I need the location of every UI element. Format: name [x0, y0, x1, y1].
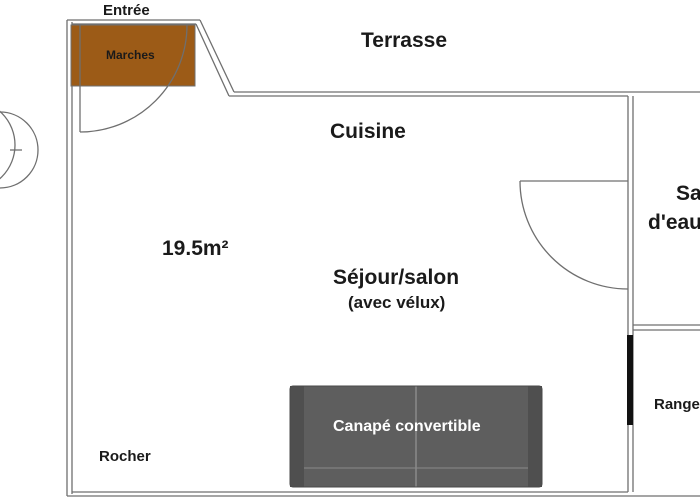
outer-walls: [66, 19, 700, 497]
rangement-label: Range: [654, 396, 700, 413]
entrance-door: [79, 24, 188, 133]
sejour-label: Séjour/salon: [333, 266, 460, 289]
surface-label: 19.5m²: [162, 237, 229, 260]
salle-deau-label-line2: d'eau: [648, 211, 700, 234]
rangement-door-jamb: [627, 335, 633, 425]
entree-label: Entrée: [103, 2, 150, 19]
rocher-label: Rocher: [99, 448, 151, 465]
salle-deau-door: [519, 180, 629, 290]
salle-deau-label-line1: Sa: [676, 182, 700, 205]
marches-label: Marches: [106, 48, 155, 62]
sejour-note-label: (avec vélux): [348, 293, 446, 312]
sofa-label: Canapé convertible: [333, 418, 481, 435]
left-edge-circle: [0, 110, 39, 189]
terrasse-label: Terrasse: [361, 29, 448, 52]
cuisine-label: Cuisine: [330, 120, 406, 143]
sofa: [289, 385, 543, 488]
